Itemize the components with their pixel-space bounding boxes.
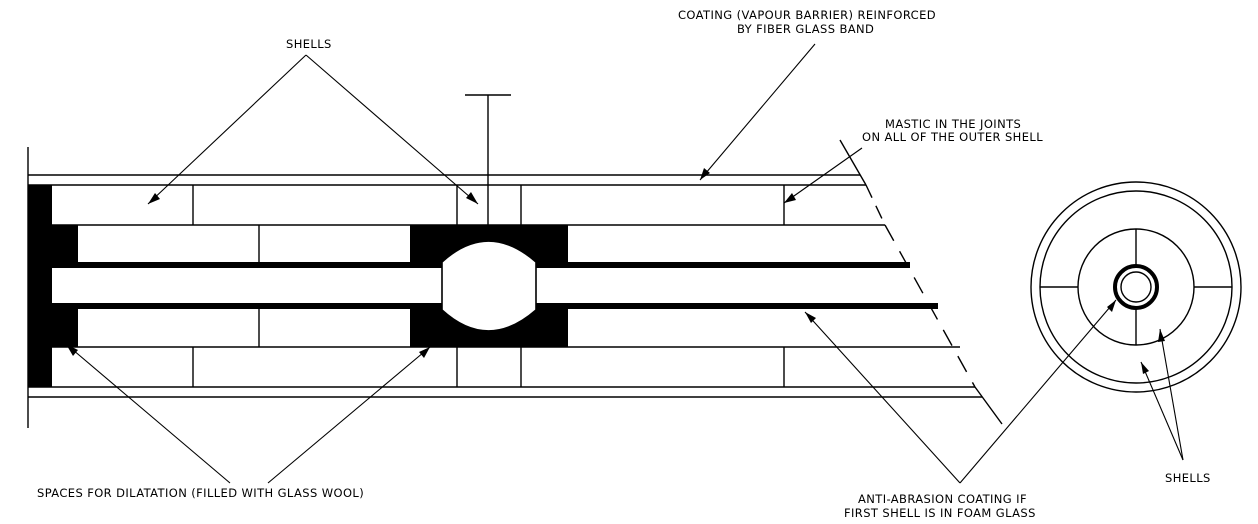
leader-lines [65, 43, 1184, 484]
pipe-through-support [441, 240, 537, 332]
label-anti-abrasion-line2: FIRST SHELL IS IN FOAM GLASS [844, 506, 1036, 520]
label-mastic-line1: MASTIC IN THE JOINTS [885, 117, 1021, 131]
label-coating-line2: BY FIBER GLASS BAND [737, 22, 874, 36]
label-coating-line1: COATING (VAPOUR BARRIER) REINFORCED [678, 8, 936, 22]
label-mastic-line2: ON ALL OF THE OUTER SHELL [862, 130, 1043, 144]
label-anti-abrasion-line1: ANTI-ABRASION COATING IF [858, 492, 1027, 506]
pipe-longitudinal-section [27, 94, 1003, 428]
label-shells-right: SHELLS [1165, 471, 1211, 485]
label-dilatation: SPACES FOR DILATATION (FILLED WITH GLASS… [37, 486, 364, 500]
glass-wool-end-block [28, 185, 52, 387]
pipe-cross-section [1030, 181, 1242, 393]
annotation-labels: COATING (VAPOUR BARRIER) REINFORCED BY F… [37, 8, 1211, 520]
label-shells-top: SHELLS [286, 37, 332, 51]
